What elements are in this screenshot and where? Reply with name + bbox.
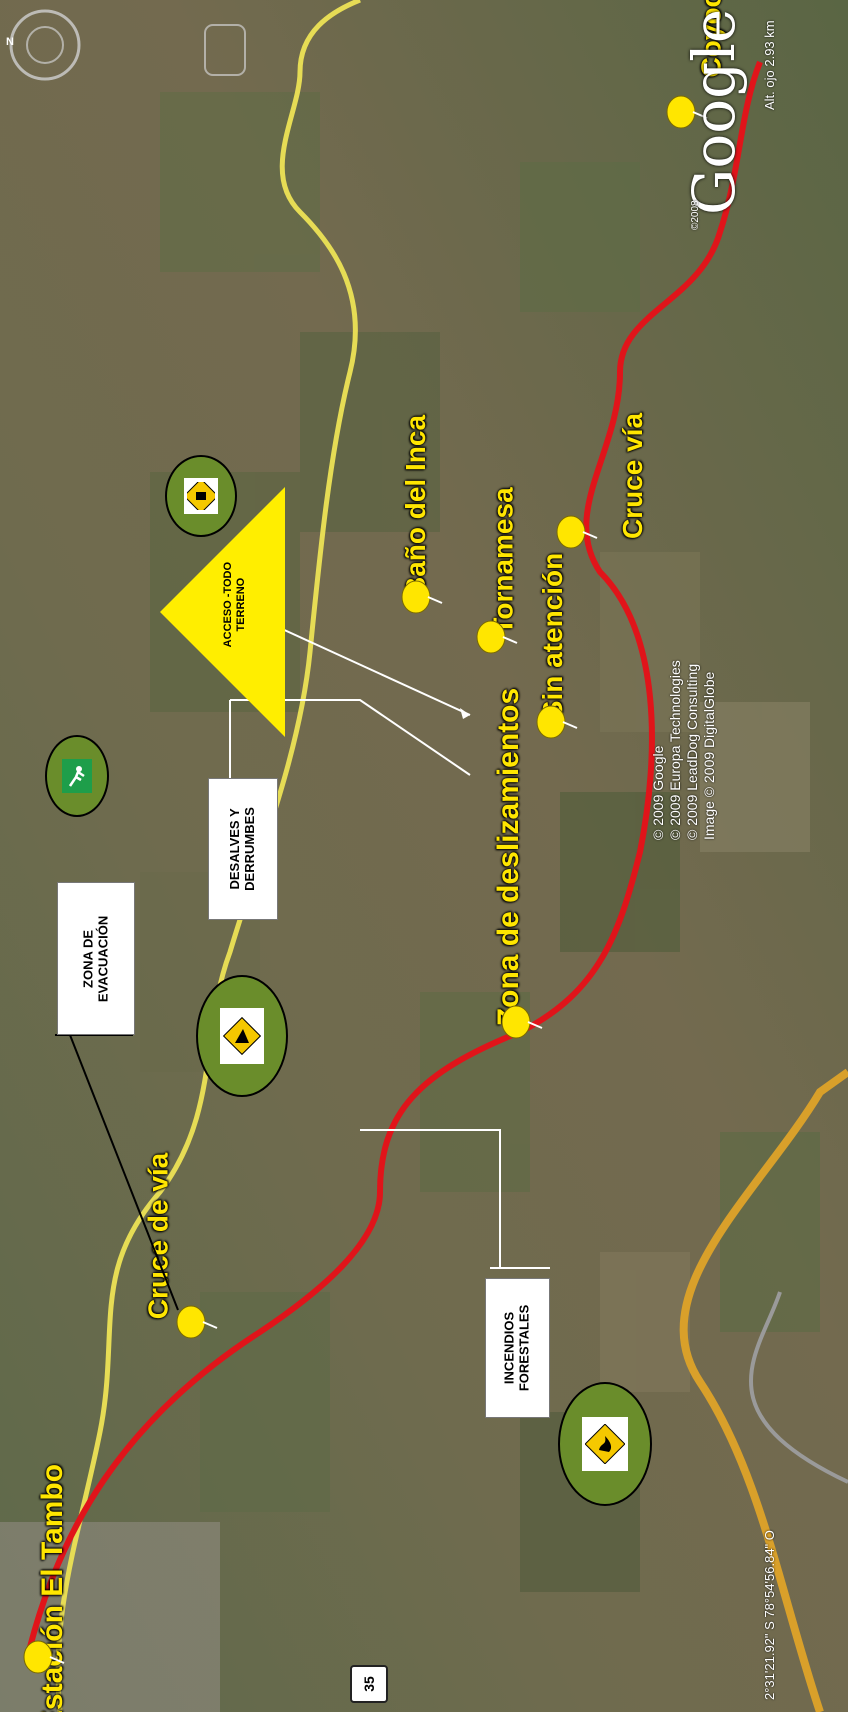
coordinates-readout: 2°31'21.92" S 78°54'56.84" O [762,1530,777,1700]
callout-box-incendios: INCENDIOS FORESTALES [485,1278,550,1418]
callout-box-desalves: DESALVES Y DERRUMBES [208,778,278,920]
pushpin-icon[interactable] [500,1000,544,1044]
google-logo: Google [680,8,748,215]
pushpin-icon[interactable] [475,615,519,659]
copyright-text: © 2009 Google © 2009 Europa Technologies… [650,660,717,840]
pushpin-icon[interactable] [665,90,709,134]
road-shield-35: 35 [350,1665,388,1703]
landslide-sign-icon [196,975,288,1097]
logo-year: ©2008 [690,200,701,230]
route-line [27,60,763,1648]
warning-triangle [160,487,285,737]
fire-sign-icon [558,1382,652,1506]
evacuation-sign-icon [45,735,109,817]
pushpin-icon[interactable] [400,575,444,619]
pushpin-icon[interactable] [535,700,579,744]
zoom-slider-icon[interactable] [200,20,250,80]
eye-altitude-readout: Alt. ojo 2.93 km [762,20,777,110]
callout-box-evacuacion: ZONA DE EVACUACIÓN [57,882,135,1035]
sign-offroad-icon [165,455,237,537]
pushpin-icon[interactable] [555,510,599,554]
pushpin-icon[interactable] [175,1300,219,1344]
callout-acceso: ACCESO -TODO TERRENO [222,562,248,648]
pushpin-icon[interactable] [22,1635,66,1679]
compass-control-icon[interactable] [5,5,85,85]
north-indicator: N [6,36,14,48]
